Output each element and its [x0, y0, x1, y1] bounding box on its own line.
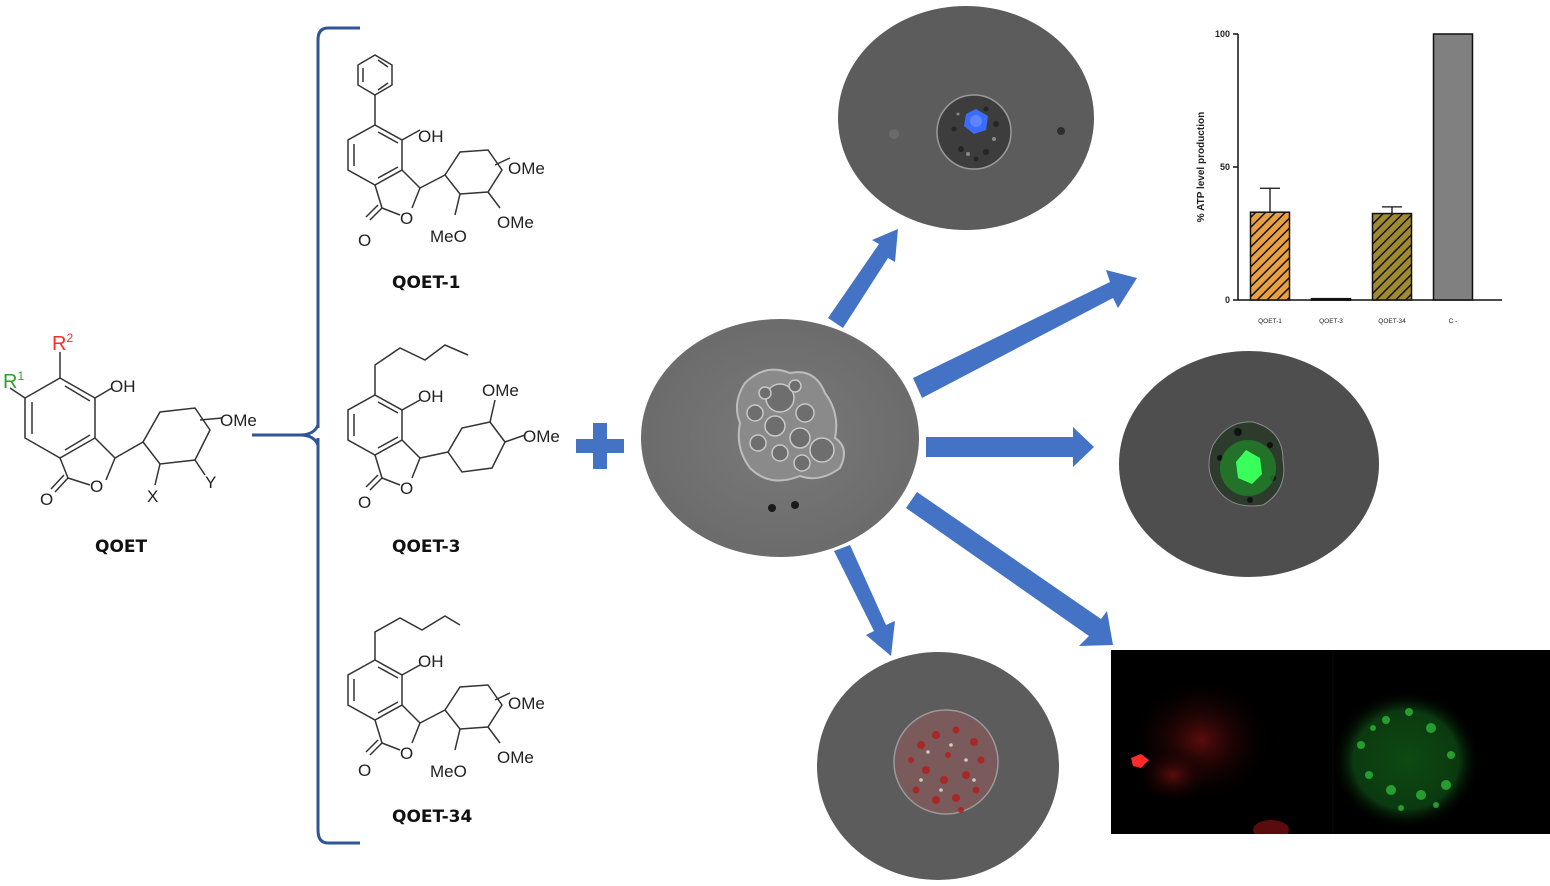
ring-oxygen: O [400, 744, 413, 763]
arrow-to-fluorescence-panel [906, 492, 1113, 646]
carbonyl-oxygen: O [358, 493, 371, 512]
carbonyl-oxygen: O [358, 761, 371, 780]
ome-group: OMe [497, 748, 534, 767]
y-tick-label: 50 [1220, 162, 1230, 172]
scaffold-label: QOET [95, 537, 148, 557]
qoet-1-structure: OH OMe OMe MeO O O [347, 54, 545, 250]
ome-group: OMe [220, 411, 257, 430]
qoet-scaffold-structure: R1 R2 OH OMe X Y O O QOET [3, 331, 257, 557]
y-tick-label: 0 [1225, 295, 1230, 305]
oh-group: OH [418, 127, 444, 146]
red-fluorescent-spot [1131, 754, 1149, 768]
ome-group: OMe [508, 159, 545, 178]
x-category-label: QOET-1 [1258, 318, 1282, 325]
fluorescence-panel-image [1111, 650, 1550, 834]
compound-label-qoet-1: QOET-1 [392, 273, 461, 293]
particle [791, 501, 799, 509]
bright-granules [919, 743, 976, 792]
compound-label-qoet-3: QOET-3 [392, 537, 461, 557]
benzene-ring [347, 659, 403, 721]
bar-qoet-1 [1249, 211, 1291, 301]
r2-substituent: R2 [52, 331, 73, 355]
green-fluorescent-cell [1331, 690, 1481, 830]
carbonyl-oxygen: O [40, 490, 53, 509]
arrow-to-green-cell [926, 427, 1094, 467]
pentyl-chain [374, 344, 469, 395]
granules [951, 106, 999, 162]
trophozoite-brightfield-image [641, 319, 919, 557]
bar-c [1432, 33, 1474, 301]
oh-group: OH [418, 652, 444, 671]
red-stain-cell-image [817, 652, 1059, 880]
compound-bracket [316, 26, 360, 845]
bright-granules [956, 112, 996, 156]
green-fluorescent-granules [1357, 708, 1455, 811]
r1-substituent: R1 [3, 369, 24, 393]
x-group: X [147, 487, 158, 506]
aryl-ring [142, 407, 211, 465]
ome-group: OMe [482, 381, 519, 400]
meo-group: MeO [430, 762, 467, 781]
cell-body [893, 709, 999, 815]
y-group: Y [205, 473, 216, 492]
y-tick-label: 100 [1215, 29, 1230, 39]
red-stain-granules [908, 726, 985, 813]
bar-qoet-3 [1310, 297, 1352, 301]
particle [768, 504, 776, 512]
carbonyl-oxygen: O [358, 231, 371, 250]
aryl-ring [444, 149, 503, 195]
x-category-label: QOET-34 [1378, 318, 1406, 325]
aryl-ring [444, 684, 503, 730]
oh-group: OH [418, 387, 444, 406]
ring-oxygen: O [400, 209, 413, 228]
qoet-34-structure: OH OMe OMe MeO O O [347, 615, 545, 781]
blue-stain-cell-image [838, 6, 1094, 230]
arrow-to-red-cell [834, 545, 895, 656]
arrow-to-blue-cell [828, 229, 898, 328]
green-stain-cell-image [1119, 351, 1379, 577]
arrow-to-chart [913, 270, 1137, 398]
ome-group: OMe [497, 213, 534, 232]
benzene-ring [347, 124, 403, 186]
pentyl-chain [374, 615, 461, 660]
ome-group: OMe [523, 427, 560, 446]
vacuoles [746, 379, 835, 472]
compound-label-qoet-34: QOET-34 [392, 807, 473, 827]
x-category-label: C - [1449, 318, 1458, 325]
benzene-ring [347, 394, 403, 456]
bar-qoet-34 [1371, 212, 1413, 301]
green-stain-spot [1236, 450, 1262, 484]
y-axis-label: % ATP level production [1196, 112, 1207, 222]
oh-group: OH [110, 377, 136, 396]
ring-oxygen: O [400, 479, 413, 498]
ring-oxygen: O [90, 477, 103, 496]
plus-icon [576, 423, 624, 469]
qoet-3-structure: OH OMe OMe O O [347, 344, 560, 512]
x-category-label: QOET-3 [1319, 318, 1343, 325]
aryl-ring [447, 421, 506, 473]
ome-group: OMe [508, 694, 545, 713]
meo-group: MeO [430, 227, 467, 246]
benzene-ring [24, 377, 96, 459]
